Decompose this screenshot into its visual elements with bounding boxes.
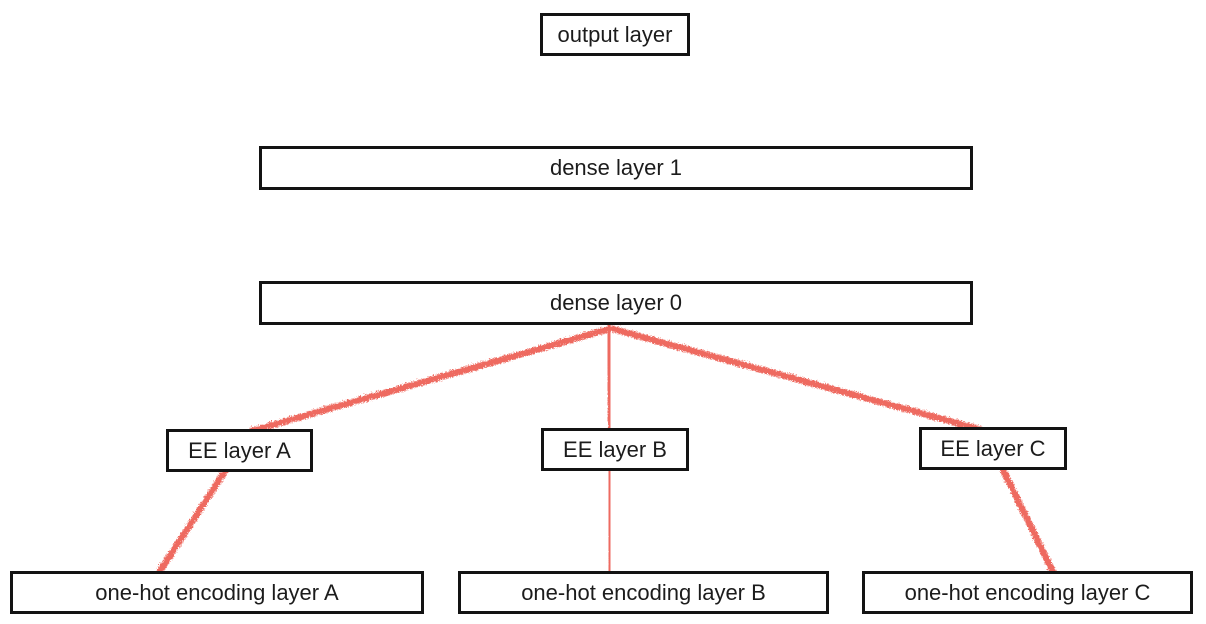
- node-label: one-hot encoding layer C: [904, 579, 1151, 605]
- node-label: dense layer 1: [549, 155, 683, 180]
- node-label: EE layer A: [188, 437, 291, 463]
- node-label: EE layer B: [563, 436, 667, 462]
- node-label: dense layer 0: [549, 290, 683, 315]
- node-ee-layer-a: EE layer A: [166, 429, 313, 472]
- edge-eeA-onehotA: [153, 466, 228, 577]
- node-label: EE layer C: [940, 435, 1046, 461]
- edge-eeC-onehotC: [998, 465, 1057, 577]
- node-dense-layer-1: dense layer 1: [259, 146, 973, 190]
- edge-eeB-onehotB: [605, 465, 614, 577]
- node-label: one-hot encoding layer B: [521, 579, 766, 605]
- node-one-hot-encoding-layer-a: one-hot encoding layer A: [10, 571, 424, 614]
- node-one-hot-encoding-layer-b: one-hot encoding layer B: [458, 571, 829, 614]
- node-one-hot-encoding-layer-c: one-hot encoding layer C: [862, 571, 1193, 614]
- node-output-layer: output layer: [540, 13, 690, 56]
- node-ee-layer-b: EE layer B: [541, 428, 689, 471]
- edge-dense0-eeA: [246, 324, 612, 434]
- node-label: output layer: [557, 21, 673, 47]
- edge-dense0-eeB: [604, 322, 614, 433]
- edge-dense0-eeC: [608, 324, 982, 432]
- node-ee-layer-c: EE layer C: [919, 427, 1067, 470]
- node-label: one-hot encoding layer A: [95, 579, 339, 605]
- node-dense-layer-0: dense layer 0: [259, 281, 973, 325]
